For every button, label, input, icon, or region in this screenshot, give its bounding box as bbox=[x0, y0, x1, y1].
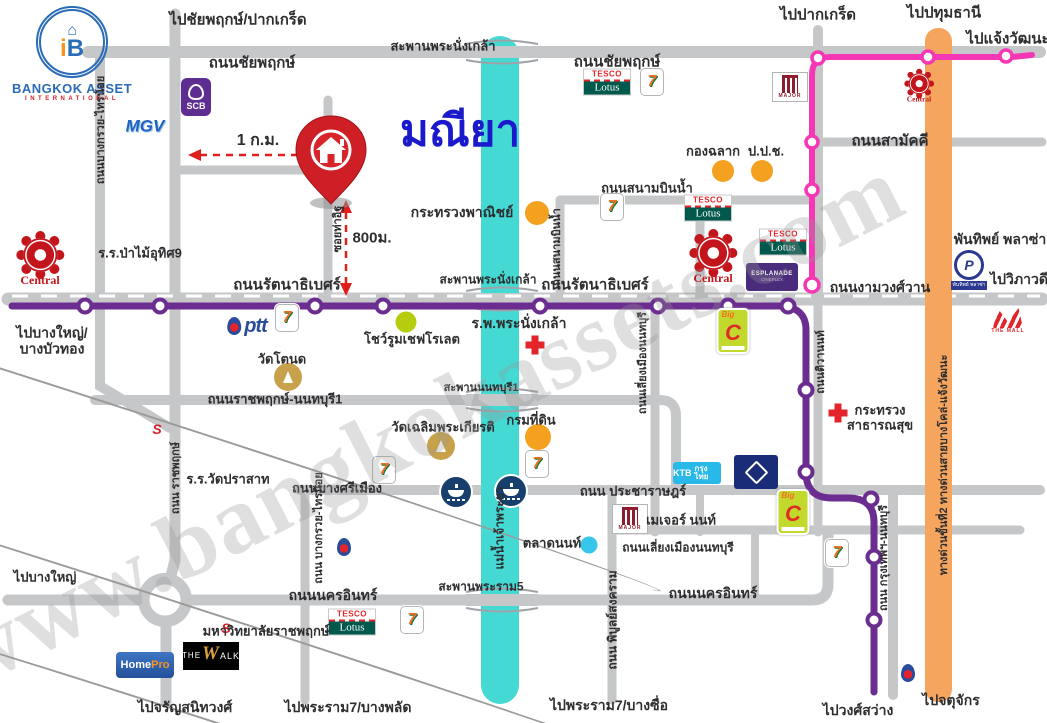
brand-name: BANGKOK ASSET bbox=[12, 81, 133, 96]
brand-subname: INTERNATIONAL bbox=[25, 96, 120, 102]
house-icon bbox=[316, 137, 346, 163]
mrt-purple-line bbox=[8, 297, 883, 696]
bangkok-asset-logo: ⌂ iB BANGKOK ASSET INTERNATIONAL bbox=[12, 6, 132, 102]
mrt-pink-line bbox=[803, 48, 1035, 294]
distance-arrow-800m bbox=[340, 200, 352, 296]
brand-monogram: iB bbox=[60, 34, 85, 62]
expressway-band bbox=[925, 28, 952, 702]
roundabout bbox=[138, 573, 192, 627]
chao-phraya-river-band bbox=[481, 36, 519, 704]
house-glyph: ⌂ bbox=[67, 21, 77, 39]
laurel-wreath-icon: ⌂ iB bbox=[36, 6, 109, 78]
location-pin bbox=[295, 115, 367, 209]
